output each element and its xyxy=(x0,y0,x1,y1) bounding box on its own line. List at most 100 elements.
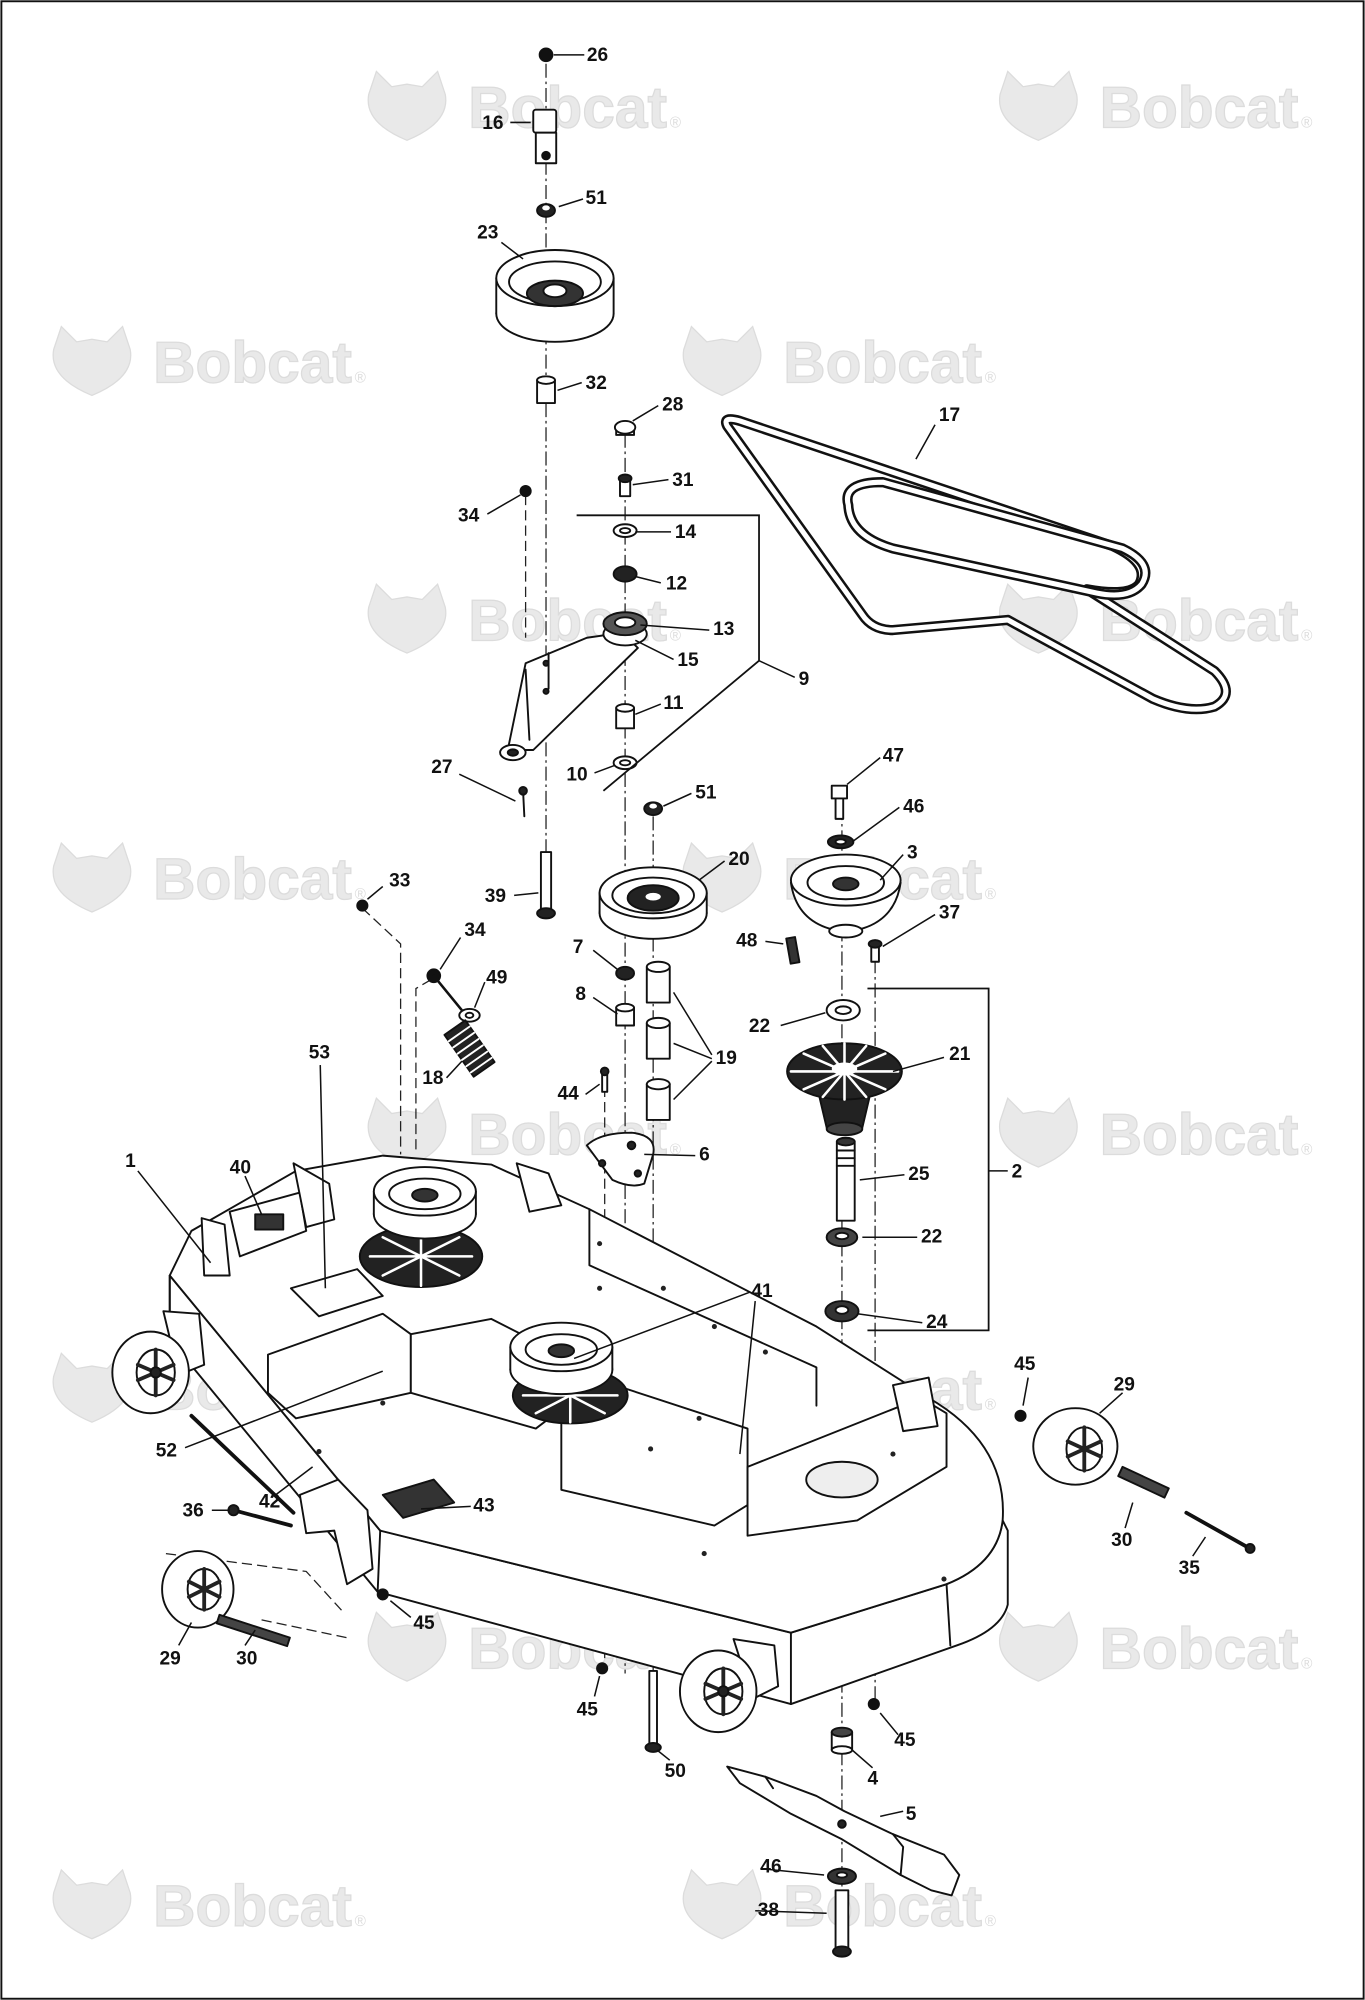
part-11-bushing xyxy=(615,703,635,730)
callout-50: 50 xyxy=(665,1761,686,1782)
part-39-bolt xyxy=(536,851,556,920)
callout-47: 47 xyxy=(883,745,904,766)
deck-holes xyxy=(316,1241,947,1582)
watermark-brand: Bobcat xyxy=(153,847,352,912)
watermark-brand: Bobcat xyxy=(153,331,352,396)
bobcat-logo-icon xyxy=(367,583,447,654)
callout-24: 24 xyxy=(926,1312,948,1333)
callout-6: 6 xyxy=(699,1145,710,1166)
watermark-tile: Bobcat® xyxy=(998,1097,1313,1168)
callout-31: 31 xyxy=(672,470,694,491)
watermark-tile: Bobcat® xyxy=(52,1868,367,1940)
part-28-cap xyxy=(613,419,637,436)
part-42-bracket xyxy=(298,1478,374,1586)
part-47-bolt xyxy=(830,784,848,820)
callout-18: 18 xyxy=(422,1068,444,1089)
callout-48: 48 xyxy=(736,930,758,951)
callout-44: 44 xyxy=(557,1083,579,1104)
part-26-nut xyxy=(538,47,554,63)
callout-12: 12 xyxy=(666,573,687,594)
leader-lines xyxy=(137,54,1207,1915)
watermark-brand: Bobcat xyxy=(783,1874,982,1939)
callout-labels: 26 16 51 23 32 28 31 17 34 14 12 13 15 9… xyxy=(125,45,1200,1921)
wheel-assembly-left xyxy=(161,1504,293,1648)
part-12-bearing xyxy=(612,565,638,583)
deck-plate-right xyxy=(892,1376,939,1433)
callout-4: 4 xyxy=(867,1768,878,1789)
callout-14: 14 xyxy=(675,522,697,543)
callout-46: 46 xyxy=(903,797,924,818)
callout-26: 26 xyxy=(587,45,608,66)
callout-43: 43 xyxy=(473,1495,494,1516)
callout-35: 35 xyxy=(1179,1558,1201,1579)
watermark-registered-mark: ® xyxy=(985,1913,997,1930)
callout-7: 7 xyxy=(573,937,584,958)
caster-wheel-front-left xyxy=(111,1310,206,1415)
spindle-stack xyxy=(726,784,961,1958)
part-29-wheel-left xyxy=(161,1550,235,1629)
caster-wheel-front-center xyxy=(678,1638,780,1734)
callout-2: 2 xyxy=(1012,1161,1023,1182)
part-17-belt xyxy=(720,414,1231,715)
part-13-idler-pulley-small xyxy=(602,611,648,647)
misc-hardware xyxy=(356,899,1027,1601)
callout-45-left-wheel: 45 xyxy=(413,1613,435,1634)
part-45-nut-right-wheel xyxy=(1014,1409,1027,1422)
watermark-brand: Bobcat xyxy=(783,331,982,396)
deck-spindle-opening xyxy=(805,1460,879,1499)
callout-29-left: 29 xyxy=(160,1649,181,1670)
idler-stack xyxy=(495,47,648,920)
callout-52: 52 xyxy=(156,1441,177,1462)
part-8-bushing xyxy=(615,1002,635,1027)
callout-22-lower: 22 xyxy=(921,1226,942,1247)
watermark-tile: Bobcat® xyxy=(367,70,682,141)
part-35-bolt xyxy=(1184,1510,1256,1554)
part-49-washer xyxy=(458,1007,481,1023)
watermark-brand: Bobcat xyxy=(1100,588,1299,653)
watermark-tile: Bobcat® xyxy=(52,841,367,913)
callout-51: 51 xyxy=(586,188,608,209)
part-51-nut-top xyxy=(536,203,556,218)
callout-13: 13 xyxy=(713,619,734,640)
callout-32: 32 xyxy=(586,373,607,394)
bobcat-logo-icon xyxy=(52,841,132,913)
bobcat-logo-icon xyxy=(998,1097,1078,1168)
callout-23: 23 xyxy=(477,223,498,244)
deck-skirt-edges xyxy=(168,1274,952,1706)
callout-21: 21 xyxy=(949,1044,971,1065)
part-33-nut xyxy=(356,899,369,912)
deck-spindle-left xyxy=(358,1166,484,1288)
group-bracket-9 xyxy=(576,514,760,792)
callout-5: 5 xyxy=(906,1804,917,1825)
callout-34: 34 xyxy=(458,506,480,527)
watermark-brand: Bobcat xyxy=(1100,1616,1299,1681)
part-4-spacer xyxy=(830,1726,854,1755)
callout-41: 41 xyxy=(751,1281,773,1302)
bobcat-logo-icon xyxy=(52,325,132,397)
callout-3: 3 xyxy=(907,842,918,863)
deck-spindle-center xyxy=(509,1321,629,1425)
watermark-brand: Bobcat xyxy=(1100,1102,1299,1167)
callout-45-right-wheel: 45 xyxy=(1014,1354,1036,1375)
bobcat-logo-icon xyxy=(998,70,1078,141)
callout-25: 25 xyxy=(908,1164,930,1185)
callout-42: 42 xyxy=(259,1492,280,1513)
watermark-tile: Bobcat® xyxy=(998,583,1313,654)
part-46-washer-top xyxy=(826,834,855,850)
part-22-washer-lower xyxy=(825,1227,859,1248)
bobcat-logo-icon xyxy=(682,1868,762,1940)
part-14-washer xyxy=(612,523,638,538)
part-29-wheel-right xyxy=(1032,1407,1119,1486)
mower-deck xyxy=(111,1154,1009,1734)
callout-30-left: 30 xyxy=(236,1649,257,1670)
part-7-bearing xyxy=(615,965,635,981)
watermark-registered-mark: ® xyxy=(355,886,367,903)
watermark-registered-mark: ® xyxy=(985,1396,997,1413)
part-16-bracket xyxy=(532,108,558,165)
callout-1: 1 xyxy=(125,1151,136,1172)
watermark-registered-mark: ® xyxy=(670,627,682,644)
watermark-tile: Bobcat® xyxy=(682,1868,997,1940)
watermark-registered-mark: ® xyxy=(985,370,997,387)
watermark-registered-mark: ® xyxy=(355,1913,367,1930)
part-45-nut-deck-right xyxy=(867,1698,880,1711)
